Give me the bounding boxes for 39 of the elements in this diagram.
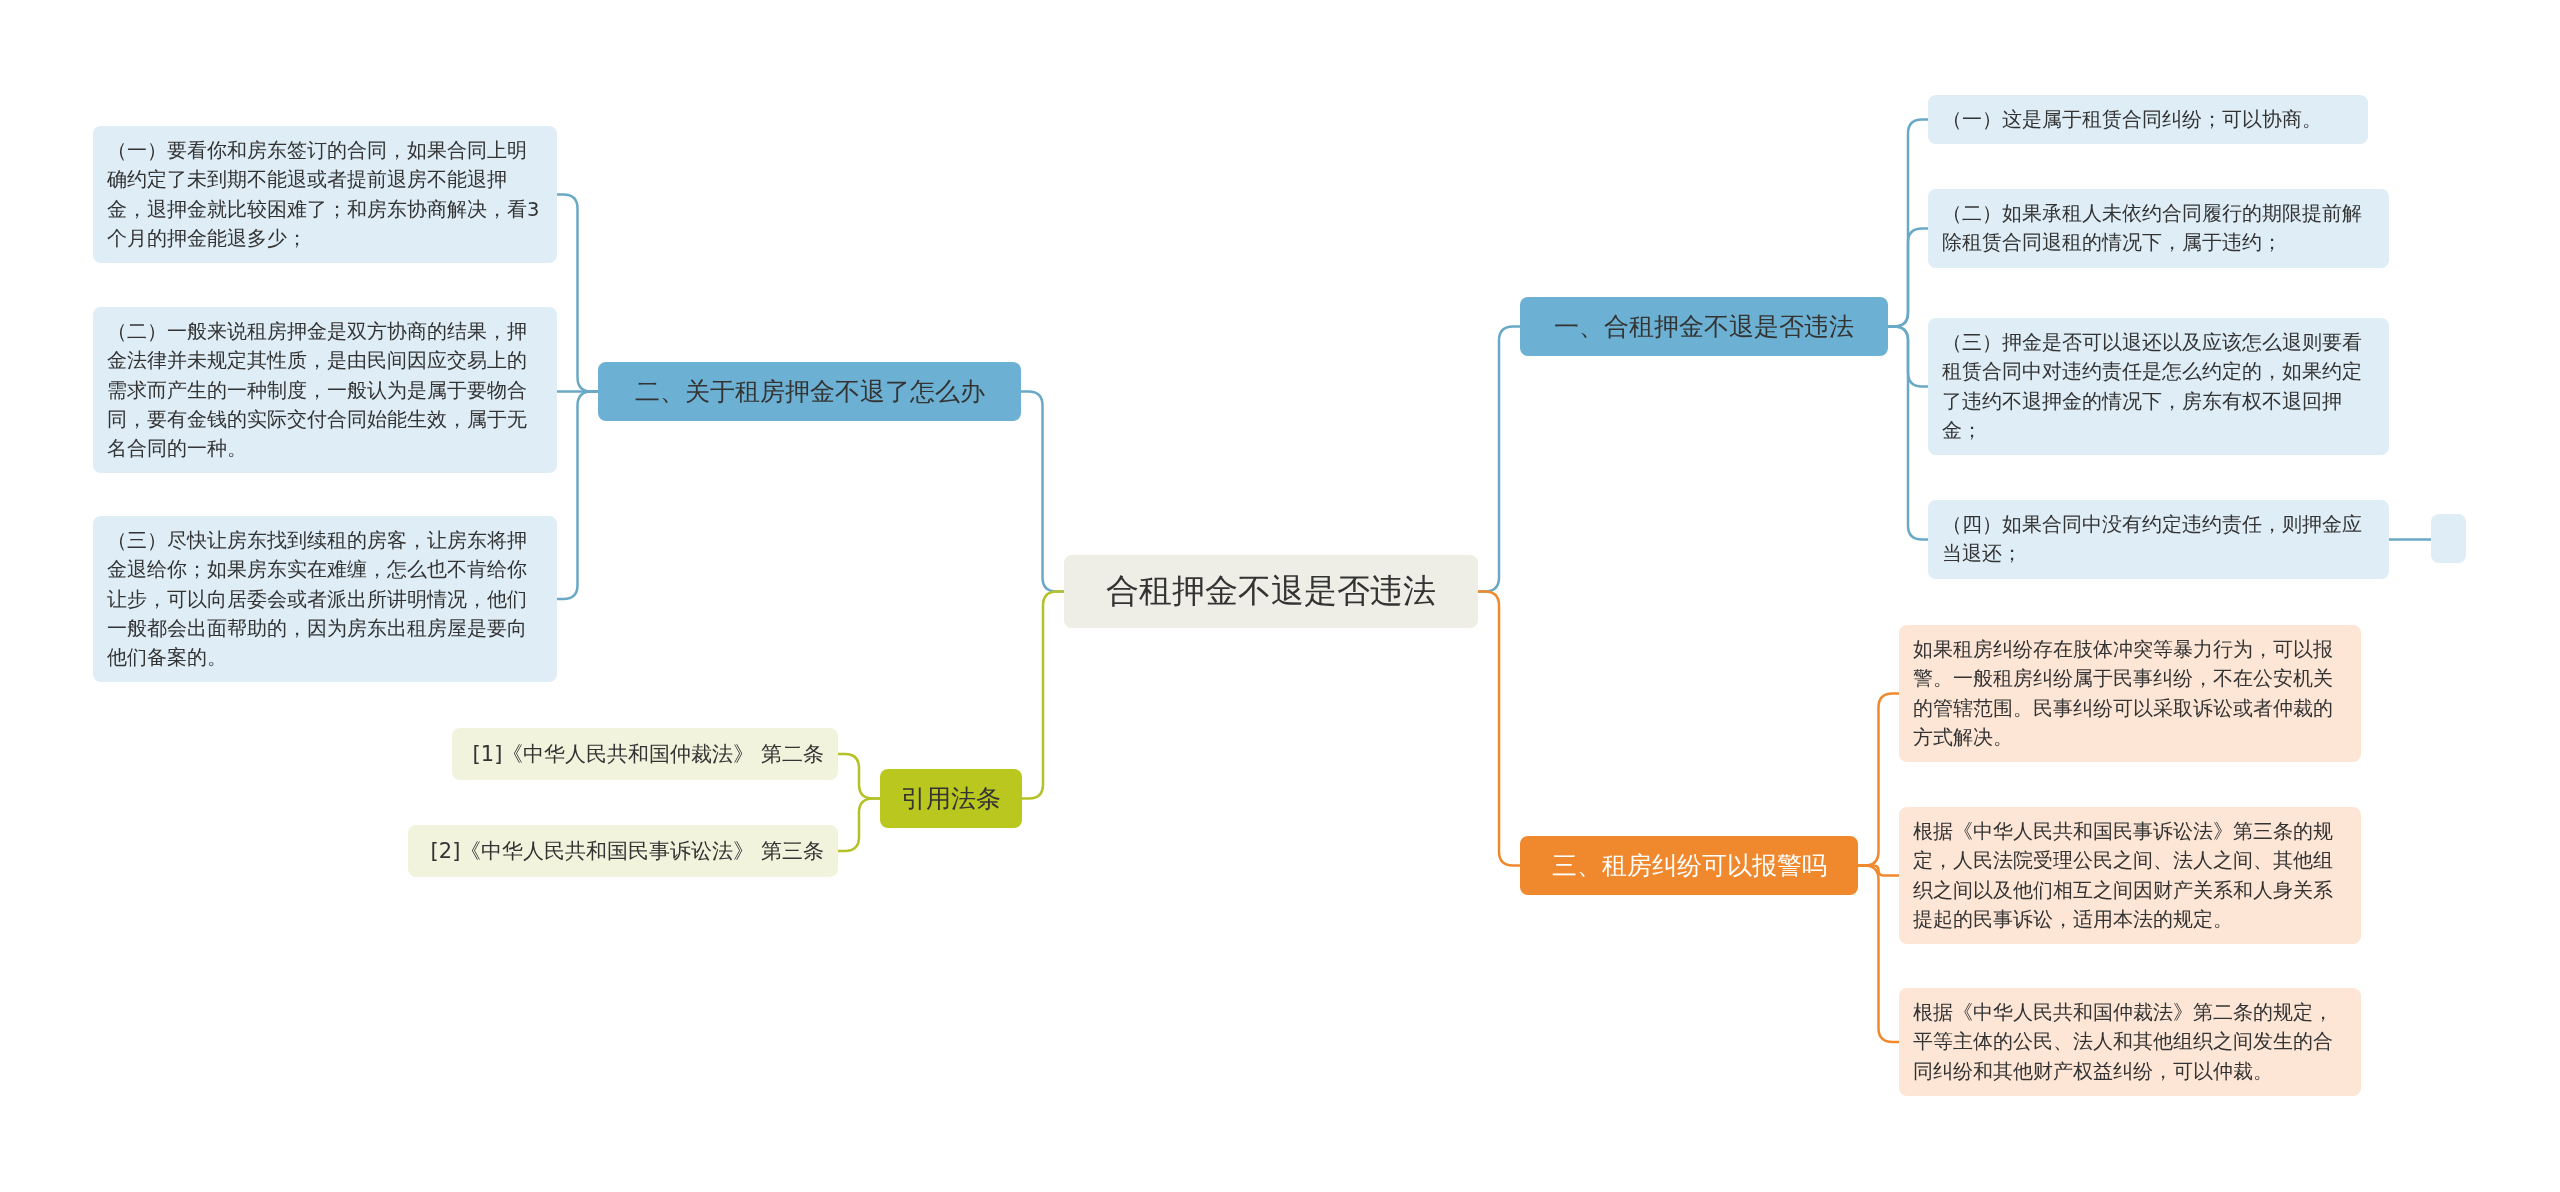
connector-line bbox=[557, 390, 598, 601]
subtopic-text: （二）一般来说租房押金是双方协商的结果，押金法律并未规定其性质，是由民间因应交易上的需求而产生的一种制度，一般认为是属于要物合同，要有金钱的实际交付合同始能生效，属于无名合同的一种。 bbox=[107, 319, 528, 462]
branch-topic-text: 二、关于租房押金不退了怎么办 bbox=[633, 376, 986, 408]
subtopic-box bbox=[93, 516, 557, 683]
branch-topic-text: 引用法条 bbox=[900, 783, 1002, 815]
subtopic-text: 根据《中华人民共和国民事诉讼法》第三条的规定，人民法院受理公民之间、法人之间、其他组织之间以及他们相互之间因财产关系和人身关系提起的民事诉讼，适用本法的规定。 bbox=[1913, 819, 2334, 933]
subtopic-text: （四）如果合同中没有约定违约责任，则押金应当退还； bbox=[1942, 512, 2363, 568]
subtopic-box bbox=[93, 307, 557, 474]
subtopic-text: （三）尽快让房东找到续租的房客，让房东将押金退给你；如果房东实在难缠，怎么也不肯给你让步，可以向居委会或者派出所讲明情况，他们一般都会出面帮助的，因为房东出租房屋是要向他们备案的。 bbox=[107, 528, 528, 671]
central-topic-box bbox=[1064, 555, 1478, 628]
subtopic-text: （一）这是属于租赁合同纠纷；可以协商。 bbox=[1942, 107, 2323, 133]
subtopic-text: （三）押金是否可以退还以及应该怎么退则要看租赁合同中对违约责任是怎么约定的，如果约定了违约不退押金的情况下，房东有权不退回押金； bbox=[1942, 330, 2363, 444]
branch-topic-box bbox=[880, 769, 1022, 828]
subtopic-text: 根据《中华人民共和国仲裁法》第二条的规定，平等主体的公民、法人和其他组织之间发生的合同纠纷和其他财产权益纠纷，可以仲裁。 bbox=[1913, 1000, 2334, 1085]
central-topic-text: 合租押金不退是否违法 bbox=[1105, 570, 1437, 612]
connector-line bbox=[1478, 590, 1520, 867]
subtopic-box bbox=[1899, 625, 2361, 762]
connector-line bbox=[2389, 538, 2431, 541]
subtopic-box bbox=[1928, 95, 2368, 145]
branch-topic-box bbox=[598, 362, 1021, 421]
subtopic-text: 如果租房纠纷存在肢体冲突等暴力行为，可以报警。一般租房纠纷属于民事纠纷，不在公安机关的管辖范围。民事纠纷可以采取诉讼或者仲裁的方式解决。 bbox=[1913, 637, 2334, 751]
branch-topic-box bbox=[1520, 297, 1888, 356]
citation-box bbox=[408, 825, 838, 877]
branch-topic-text: 一、合租押金不退是否违法 bbox=[1553, 311, 1855, 343]
subtopic-box bbox=[1928, 189, 2389, 268]
subtopic-box bbox=[93, 126, 557, 263]
subtopic-box bbox=[1928, 318, 2389, 455]
citation-text: [1]《中华人民共和国仲裁法》 第二条 bbox=[471, 741, 824, 768]
citation-box bbox=[452, 728, 838, 780]
subtopic-text: （二）如果承租人未依约合同履行的期限提前解除租赁合同退租的情况下，属于违约； bbox=[1942, 201, 2363, 257]
subtopic-box bbox=[1928, 500, 2389, 579]
empty-topic-box bbox=[2431, 514, 2466, 563]
branch-topic-text: 三、租房纠纷可以报警吗 bbox=[1550, 850, 1828, 882]
branch-topic-box bbox=[1520, 836, 1858, 895]
subtopic-box bbox=[1899, 988, 2361, 1096]
subtopic-box bbox=[1899, 807, 2361, 944]
subtopic-text: （一）要看你和房东签订的合同，如果合同上明确约定了未到期不能退或者提前退房不能退押金，退押金就比较困难了；和房东协商解决，看3个月的押金能退多少； bbox=[107, 138, 541, 252]
connector-line bbox=[1022, 590, 1064, 800]
citation-text: [2]《中华人民共和国民事诉讼法》 第三条 bbox=[429, 838, 824, 865]
